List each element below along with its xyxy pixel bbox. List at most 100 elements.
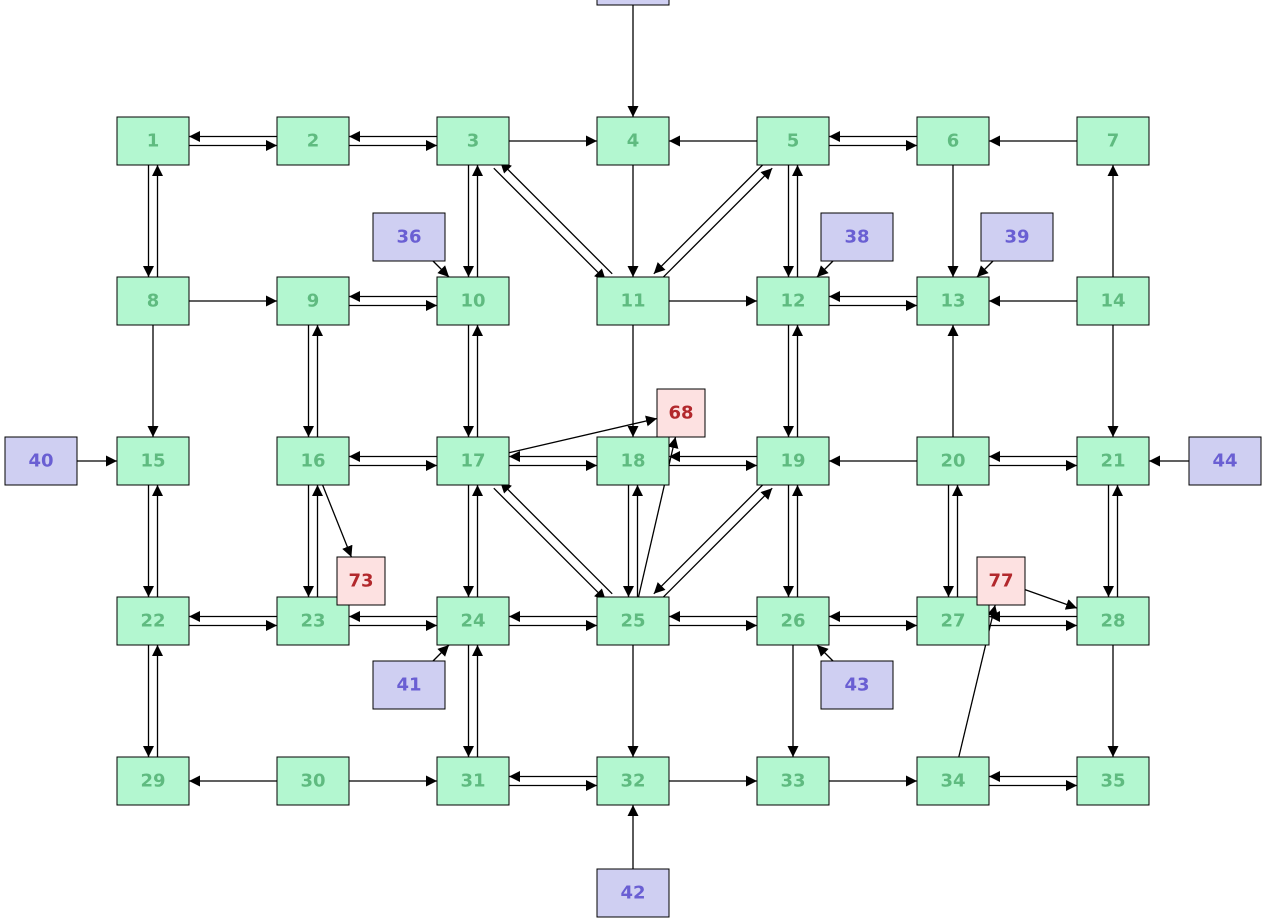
- node-label: 43: [844, 675, 869, 696]
- node-box: [656, 388, 706, 438]
- road-node-8[interactable]: 8: [116, 276, 190, 326]
- edge-41-to-24: [432, 644, 450, 662]
- source-node-38[interactable]: 38: [820, 212, 894, 262]
- road-node-34[interactable]: 34: [916, 756, 990, 806]
- road-node-2[interactable]: 2: [276, 116, 350, 166]
- node-label: 68: [668, 403, 693, 424]
- node-box: [1076, 756, 1150, 806]
- node-box: [916, 756, 990, 806]
- road-node-24[interactable]: 24: [436, 596, 510, 646]
- node-label: 30: [300, 771, 325, 792]
- road-node-14[interactable]: 14: [1076, 276, 1150, 326]
- edge-36-to-10: [432, 260, 450, 278]
- node-label: 10: [460, 291, 485, 312]
- node-label: 17: [460, 451, 485, 472]
- node-box: [276, 116, 350, 166]
- node-box: [1076, 116, 1150, 166]
- road-node-26[interactable]: 26: [756, 596, 830, 646]
- road-node-11[interactable]: 11: [596, 276, 670, 326]
- road-node-30[interactable]: 30: [276, 756, 350, 806]
- edge-43-to-26: [816, 644, 834, 662]
- road-node-18[interactable]: 18: [596, 436, 670, 486]
- road-node-22[interactable]: 22: [116, 596, 190, 646]
- node-label: 1: [147, 131, 160, 152]
- road-node-16[interactable]: 16: [276, 436, 350, 486]
- source-node-40[interactable]: 40: [4, 436, 78, 486]
- road-node-7[interactable]: 7: [1076, 116, 1150, 166]
- source-node-41[interactable]: 41: [372, 660, 446, 710]
- source-node-37[interactable]: 37: [596, 0, 670, 6]
- node-label: 33: [780, 771, 805, 792]
- node-label: 29: [140, 771, 165, 792]
- node-box: [596, 436, 670, 486]
- node-label: 6: [947, 131, 960, 152]
- node-label: 15: [140, 451, 165, 472]
- road-node-31[interactable]: 31: [436, 756, 510, 806]
- special-node-68[interactable]: 68: [656, 388, 706, 438]
- road-node-15[interactable]: 15: [116, 436, 190, 486]
- special-node-77[interactable]: 77: [976, 556, 1026, 606]
- road-node-33[interactable]: 33: [756, 756, 830, 806]
- node-label: 3: [467, 131, 480, 152]
- node-label: 77: [988, 571, 1013, 592]
- edge-5-to-11: [653, 161, 767, 275]
- node-box: [820, 212, 894, 262]
- node-label: 41: [396, 675, 421, 696]
- node-box: [116, 116, 190, 166]
- special-node-73[interactable]: 73: [336, 556, 386, 606]
- node-box: [116, 596, 190, 646]
- road-node-12[interactable]: 12: [756, 276, 830, 326]
- node-label: 44: [1212, 451, 1237, 472]
- node-label: 18: [620, 451, 645, 472]
- edge-3-to-11: [493, 167, 607, 281]
- node-box: [756, 756, 830, 806]
- road-node-10[interactable]: 10: [436, 276, 510, 326]
- road-node-17[interactable]: 17: [436, 436, 510, 486]
- edges-layer: [77, 5, 1189, 869]
- node-box: [276, 756, 350, 806]
- node-box: [372, 212, 446, 262]
- road-node-29[interactable]: 29: [116, 756, 190, 806]
- node-label: 14: [1100, 291, 1125, 312]
- edge-11-to-5: [659, 167, 773, 281]
- road-node-5[interactable]: 5: [756, 116, 830, 166]
- road-node-35[interactable]: 35: [1076, 756, 1150, 806]
- node-box: [596, 756, 670, 806]
- road-node-6[interactable]: 6: [916, 116, 990, 166]
- node-label: 34: [940, 771, 965, 792]
- road-node-1[interactable]: 1: [116, 116, 190, 166]
- node-label: 2: [307, 131, 320, 152]
- road-node-13[interactable]: 13: [916, 276, 990, 326]
- node-label: 8: [147, 291, 160, 312]
- source-node-44[interactable]: 44: [1188, 436, 1262, 486]
- road-node-3[interactable]: 3: [436, 116, 510, 166]
- road-node-21[interactable]: 21: [1076, 436, 1150, 486]
- source-node-39[interactable]: 39: [980, 212, 1054, 262]
- road-node-4[interactable]: 4: [596, 116, 670, 166]
- road-node-25[interactable]: 25: [596, 596, 670, 646]
- edge-17-to-25: [493, 487, 607, 601]
- node-label: 5: [787, 131, 800, 152]
- node-box: [916, 116, 990, 166]
- road-node-28[interactable]: 28: [1076, 596, 1150, 646]
- node-label: 25: [620, 611, 645, 632]
- node-label: 21: [1100, 451, 1125, 472]
- node-label: 12: [780, 291, 805, 312]
- node-label: 9: [307, 291, 320, 312]
- node-box: [596, 276, 670, 326]
- node-box: [4, 436, 78, 486]
- node-box: [596, 596, 670, 646]
- node-box: [820, 660, 894, 710]
- node-label: 39: [1004, 227, 1029, 248]
- road-node-9[interactable]: 9: [276, 276, 350, 326]
- node-label: 73: [348, 571, 373, 592]
- node-box: [756, 276, 830, 326]
- road-node-32[interactable]: 32: [596, 756, 670, 806]
- source-node-43[interactable]: 43: [820, 660, 894, 710]
- source-node-36[interactable]: 36: [372, 212, 446, 262]
- source-node-42[interactable]: 42: [596, 868, 670, 918]
- node-box: [336, 556, 386, 606]
- node-box: [1188, 436, 1262, 486]
- road-node-19[interactable]: 19: [756, 436, 830, 486]
- road-node-20[interactable]: 20: [916, 436, 990, 486]
